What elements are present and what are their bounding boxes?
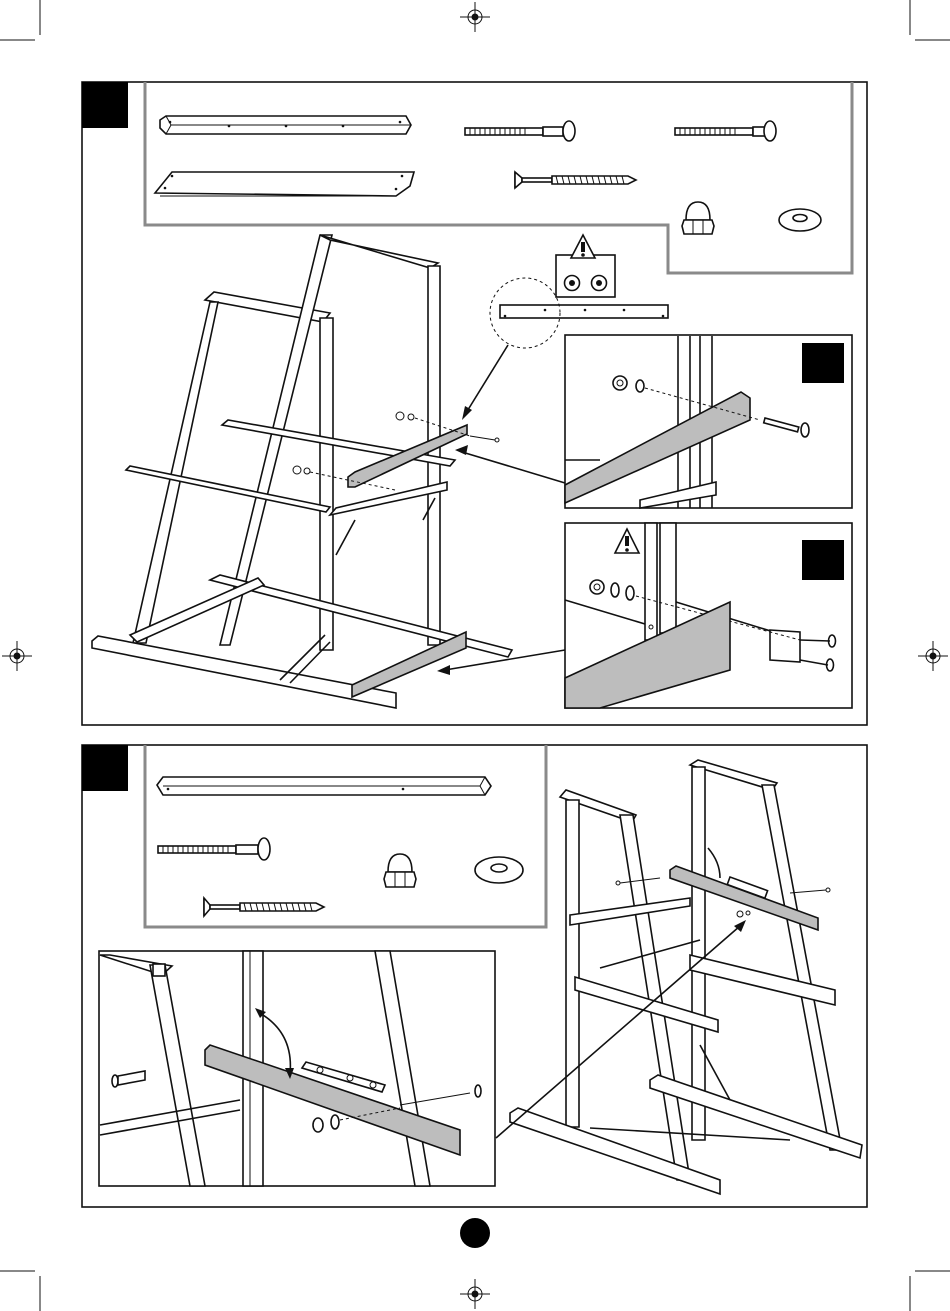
crosshair-right <box>918 641 948 671</box>
detail-inset-a <box>565 335 852 508</box>
detail-inset-c <box>99 951 495 1186</box>
step-1-panel <box>82 82 867 725</box>
part-cap-nut-1 <box>682 202 714 234</box>
hole-icon <box>592 276 607 291</box>
crosshair-top <box>460 2 490 32</box>
step-1-badge <box>82 82 128 128</box>
step-2-badge <box>82 745 128 791</box>
part-wood-screw-2 <box>204 898 324 916</box>
angle-arrow-small <box>708 848 720 878</box>
swing-frame-step-1 <box>92 235 512 708</box>
new-board-lower <box>352 632 466 697</box>
part-carriage-bolt-2 <box>675 121 776 141</box>
swing-frame-step-2 <box>510 760 862 1194</box>
part-carriage-bolt-1 <box>465 121 575 141</box>
part-carriage-bolt-3 <box>158 838 270 860</box>
part-washer-2 <box>475 857 523 883</box>
part-long-beam <box>157 777 491 795</box>
page-number-badge <box>460 1218 490 1248</box>
crosshair-bottom <box>460 1279 490 1309</box>
step-2-panel <box>82 745 867 1207</box>
part-washer-1 <box>779 209 821 231</box>
part-square-beam <box>160 116 411 134</box>
new-beam-upper <box>348 425 467 487</box>
detail-inset-b <box>565 523 852 708</box>
inset-a-badge <box>802 343 844 383</box>
crosshair-left <box>2 641 32 671</box>
part-wood-screw-1 <box>515 172 636 188</box>
inset-b-badge <box>802 540 844 580</box>
part-flat-board <box>155 172 414 196</box>
part-cap-nut-2 <box>384 854 416 887</box>
hole-icon <box>565 276 580 291</box>
